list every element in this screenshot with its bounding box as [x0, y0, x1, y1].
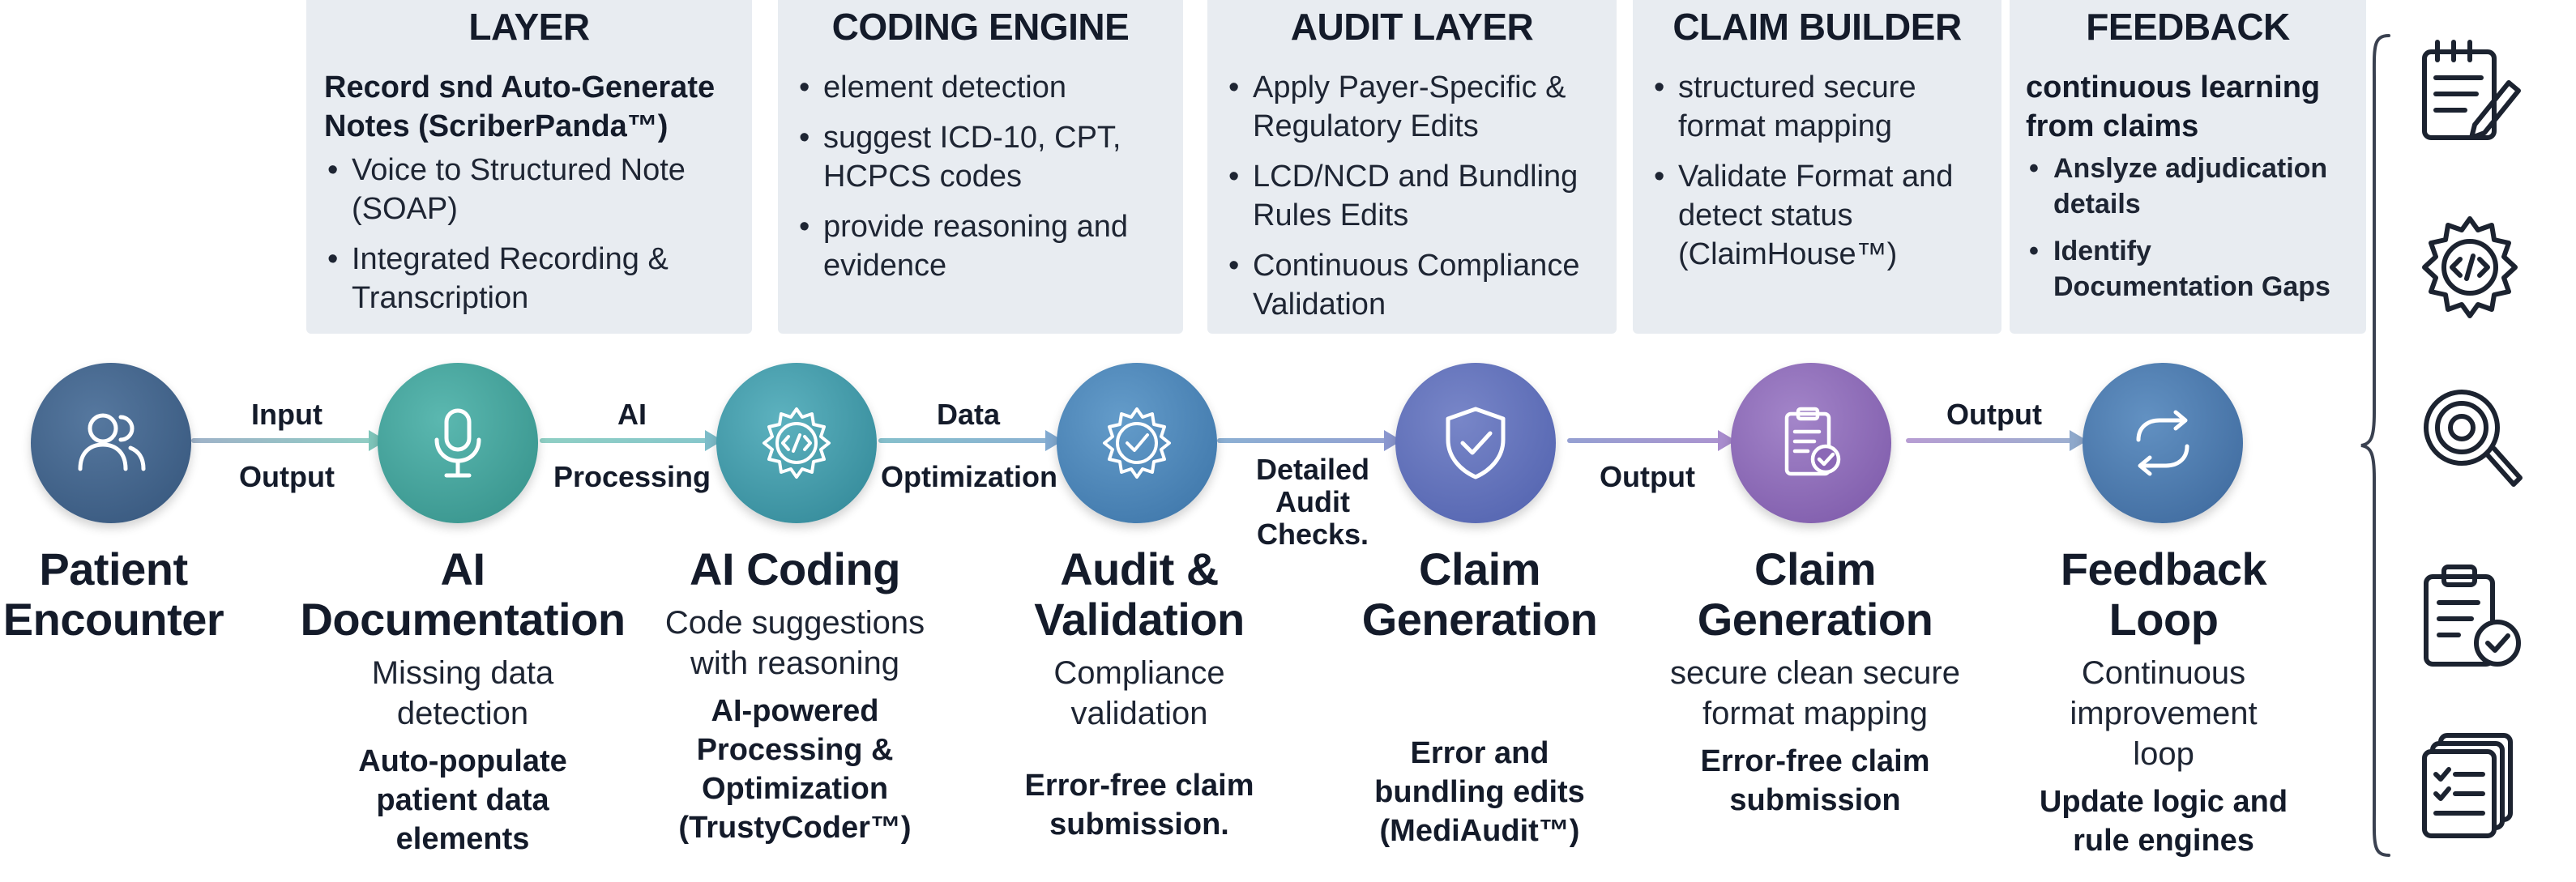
- connector-line: [878, 438, 1062, 443]
- ai-coding-node: [716, 363, 877, 523]
- panel-bullet: Voice to Structured Note (SOAP): [324, 151, 737, 228]
- shield-check-icon: [1446, 407, 1506, 479]
- ai-documentation-node: [378, 363, 538, 523]
- panel-body: continuous learning from claims Anslyze …: [2026, 68, 2352, 316]
- panel-body: Record snd Auto-Generate Notes (ScriberP…: [324, 68, 737, 329]
- panel-title: CODING ENGINE: [831, 6, 1130, 48]
- code-gear-icon: [2422, 216, 2518, 318]
- magnifier-icon: [2424, 390, 2523, 487]
- panel-title: FEEDBACK: [2086, 6, 2290, 48]
- stage-description: Compliance validation: [1053, 655, 1225, 731]
- stage-claim-builder: Claim Generation secure clean secure for…: [1637, 544, 1993, 820]
- connector-line: [1217, 438, 1400, 443]
- panel-bullet: Anslyze adjudication details: [2026, 151, 2352, 222]
- stage-description: secure clean secure format mapping: [1670, 655, 1960, 731]
- checklist-stack-icon: [2422, 733, 2513, 838]
- stage-title: Claim Generation: [1361, 543, 1598, 645]
- audit-validation-node: [1057, 363, 1217, 523]
- stage-ai-coding: AI Coding Code suggestions with reasonin…: [637, 544, 953, 847]
- panel-body: structured secure format mapping Validat…: [1651, 68, 1987, 285]
- connector-line: [1906, 438, 2086, 443]
- stage-audit-validation: Audit & Validation Compliance validation…: [969, 544, 1309, 844]
- stage-highlight: Error-free claim submission.: [1024, 769, 1254, 842]
- stage-highlight: Update logic and rule engines: [2039, 785, 2288, 858]
- panel-bullet: provide reasoning and evidence: [796, 207, 1168, 285]
- feedback-loop-node: [2083, 363, 2243, 523]
- panel-title: CLAIM BUILDER: [1672, 6, 1962, 48]
- connector-label-bottom: Optimization: [881, 460, 1057, 493]
- panel-audit-layer: AUDIT LAYER Apply Payer-Specific & Regul…: [1207, 0, 1617, 334]
- panel-feedback: FEEDBACK continuous learning from claims…: [2010, 0, 2366, 334]
- code-gear-icon: [763, 407, 831, 479]
- stage-title: Feedback Loop: [2060, 543, 2267, 645]
- stage-highlight: Error-free claim submission: [1700, 744, 1930, 817]
- microphone-icon: [434, 408, 481, 478]
- panel-claim-builder: CLAIM BUILDER structured secure format m…: [1633, 0, 2001, 334]
- connector-line: [540, 438, 721, 443]
- panel-bullet: structured secure format mapping: [1651, 68, 1987, 146]
- stage-feedback-loop: Feedback Loop Continuous improvement loo…: [2001, 544, 2326, 860]
- stage-description: Code suggestions with reasoning: [664, 605, 925, 681]
- connector-label-bottom: Output: [1600, 460, 1695, 493]
- panel-bullets: structured secure format mapping Validat…: [1651, 68, 1987, 274]
- stage-description: Continuous improvement loop: [2070, 655, 2258, 772]
- users-icon: [78, 413, 146, 471]
- stage-title: Claim Generation: [1697, 543, 1933, 645]
- panel-bullet: Validate Format and detect status (Claim…: [1651, 157, 1987, 274]
- stage-description: Missing data detection: [371, 655, 554, 731]
- panel-body: Apply Payer-Specific & Regulatory Edits …: [1225, 68, 1602, 335]
- connector-label-bottom: Processing: [553, 460, 711, 493]
- panel-bullets: Apply Payer-Specific & Regulatory Edits …: [1225, 68, 1602, 324]
- connector-label-bottom: Output: [239, 460, 335, 493]
- connector-label-bottom: Detailed Audit Checks.: [1255, 453, 1370, 551]
- panel-body: element detection suggest ICD-10, CPT, H…: [796, 68, 1168, 296]
- panel-bullets: Voice to Structured Note (SOAP) Integrat…: [324, 151, 737, 317]
- panel-bullets: Anslyze adjudication details Identify Do…: [2026, 151, 2352, 305]
- stage-title: AI Documentation: [300, 543, 626, 645]
- panel-documentation-layer: LAYER Record snd Auto-Generate Notes (Sc…: [306, 0, 752, 334]
- stage-ai-documentation: AI Documentation Missing data detection …: [288, 544, 637, 859]
- stage-title: Audit & Validation: [1034, 543, 1245, 645]
- notepad-pen-icon: [2422, 40, 2521, 140]
- stage-claim-generation: Claim Generation Error and bundling edit…: [1342, 544, 1617, 850]
- panel-bullets: element detection suggest ICD-10, CPT, H…: [796, 68, 1168, 285]
- panel-title: LAYER: [468, 6, 590, 48]
- refresh-icon: [2136, 410, 2189, 476]
- claim-generation-node: [1395, 363, 1556, 523]
- clipboard-check-icon: [2424, 565, 2521, 667]
- connector-label-top: Output: [1946, 398, 2042, 431]
- connector-label-top: Input: [251, 398, 323, 431]
- patient-encounter-node: [31, 363, 191, 523]
- panel-bullet: element detection: [796, 68, 1168, 107]
- panel-bullet: LCD/NCD and Bundling Rules Edits: [1225, 157, 1602, 235]
- panel-bullet: Continuous Compliance Validation: [1225, 246, 1602, 324]
- panel-bullet: Integrated Recording & Transcription: [324, 240, 737, 317]
- stage-highlight: Auto-populate patient data elements: [358, 744, 567, 856]
- panel-bullet: suggest ICD-10, CPT, HCPCS codes: [796, 118, 1168, 196]
- claim-builder-node: [1731, 363, 1891, 523]
- stage-patient-encounter: Patient Encounter: [0, 544, 227, 645]
- stage-title: AI Coding: [690, 543, 900, 594]
- panel-title: AUDIT LAYER: [1290, 6, 1534, 48]
- curly-brace: [2360, 34, 2390, 857]
- connector-line: [191, 438, 386, 443]
- connector-label-top: Data: [936, 398, 1001, 431]
- panel-subtitle: Record snd Auto-Generate Notes (ScriberP…: [324, 70, 716, 143]
- check-gear-icon: [1103, 407, 1171, 479]
- stage-highlight: Error and bundling edits (MediAudit™): [1374, 736, 1585, 848]
- panel-bullet: Identify Documentation Gaps: [2026, 233, 2352, 305]
- stage-title: Patient Encounter: [2, 543, 224, 645]
- stage-highlight: AI-powered Processing & Optimization (Tr…: [678, 694, 912, 845]
- panel-coding-engine: CODING ENGINE element detection suggest …: [778, 0, 1183, 334]
- connector-line: [1567, 438, 1734, 443]
- panel-bullet: Apply Payer-Specific & Regulatory Edits: [1225, 68, 1602, 146]
- panel-subtitle: continuous learning from claims: [2026, 70, 2321, 143]
- connector-label-top: AI: [617, 398, 647, 431]
- clipboard-check-icon: [1784, 407, 1841, 476]
